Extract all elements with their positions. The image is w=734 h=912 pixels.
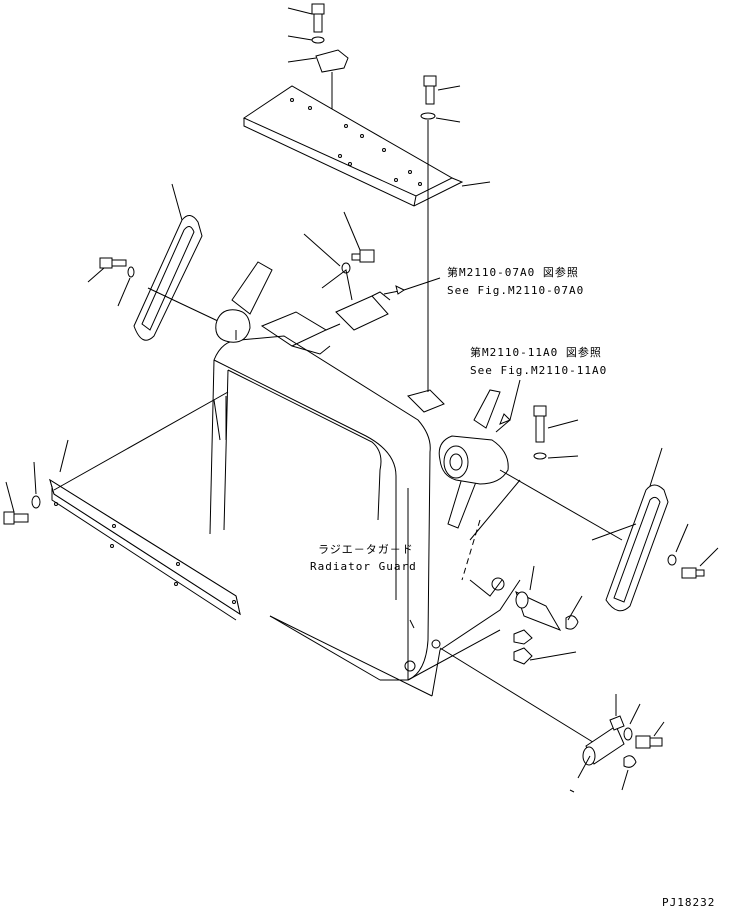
cooling-fan	[438, 379, 623, 541]
radiator-guard-frame	[209, 335, 521, 697]
right-handle	[591, 447, 719, 612]
drawing-id: PJ18232	[662, 896, 716, 909]
lower-pins	[439, 565, 597, 745]
radiator-guard-label-en: Radiator Guard	[310, 560, 417, 573]
washer	[420, 112, 436, 120]
left-handle	[87, 183, 221, 341]
bracket-bolt-group	[303, 211, 441, 331]
ref-07a0-label-jp: 第M2110-07A0 図参照	[447, 266, 579, 279]
ref-07a0-label-en: See Fig.M2110-07A0	[447, 284, 585, 297]
panel-bolt-group	[3, 461, 41, 525]
mount-column	[213, 330, 237, 441]
engine-top	[215, 261, 341, 355]
radiator-guard-label-jp: ラジエ－タガ－ド	[318, 543, 414, 556]
top-washer	[311, 36, 325, 44]
bolt	[423, 75, 437, 105]
bottom-pin-group	[569, 694, 665, 793]
ref-11a0-label-jp: 第M2110-11A0 図参照	[470, 346, 602, 359]
fan-bolt-group	[533, 405, 579, 460]
sensor-bracket	[335, 295, 389, 331]
ref-11a0-label-en: See Fig.M2110-11A0	[470, 364, 608, 377]
lower-guard-panel	[49, 391, 241, 621]
top-plate	[242, 85, 491, 207]
cover-plate	[315, 49, 349, 73]
top-bolt	[311, 3, 325, 33]
right-upper-bolt-group	[420, 75, 461, 392]
